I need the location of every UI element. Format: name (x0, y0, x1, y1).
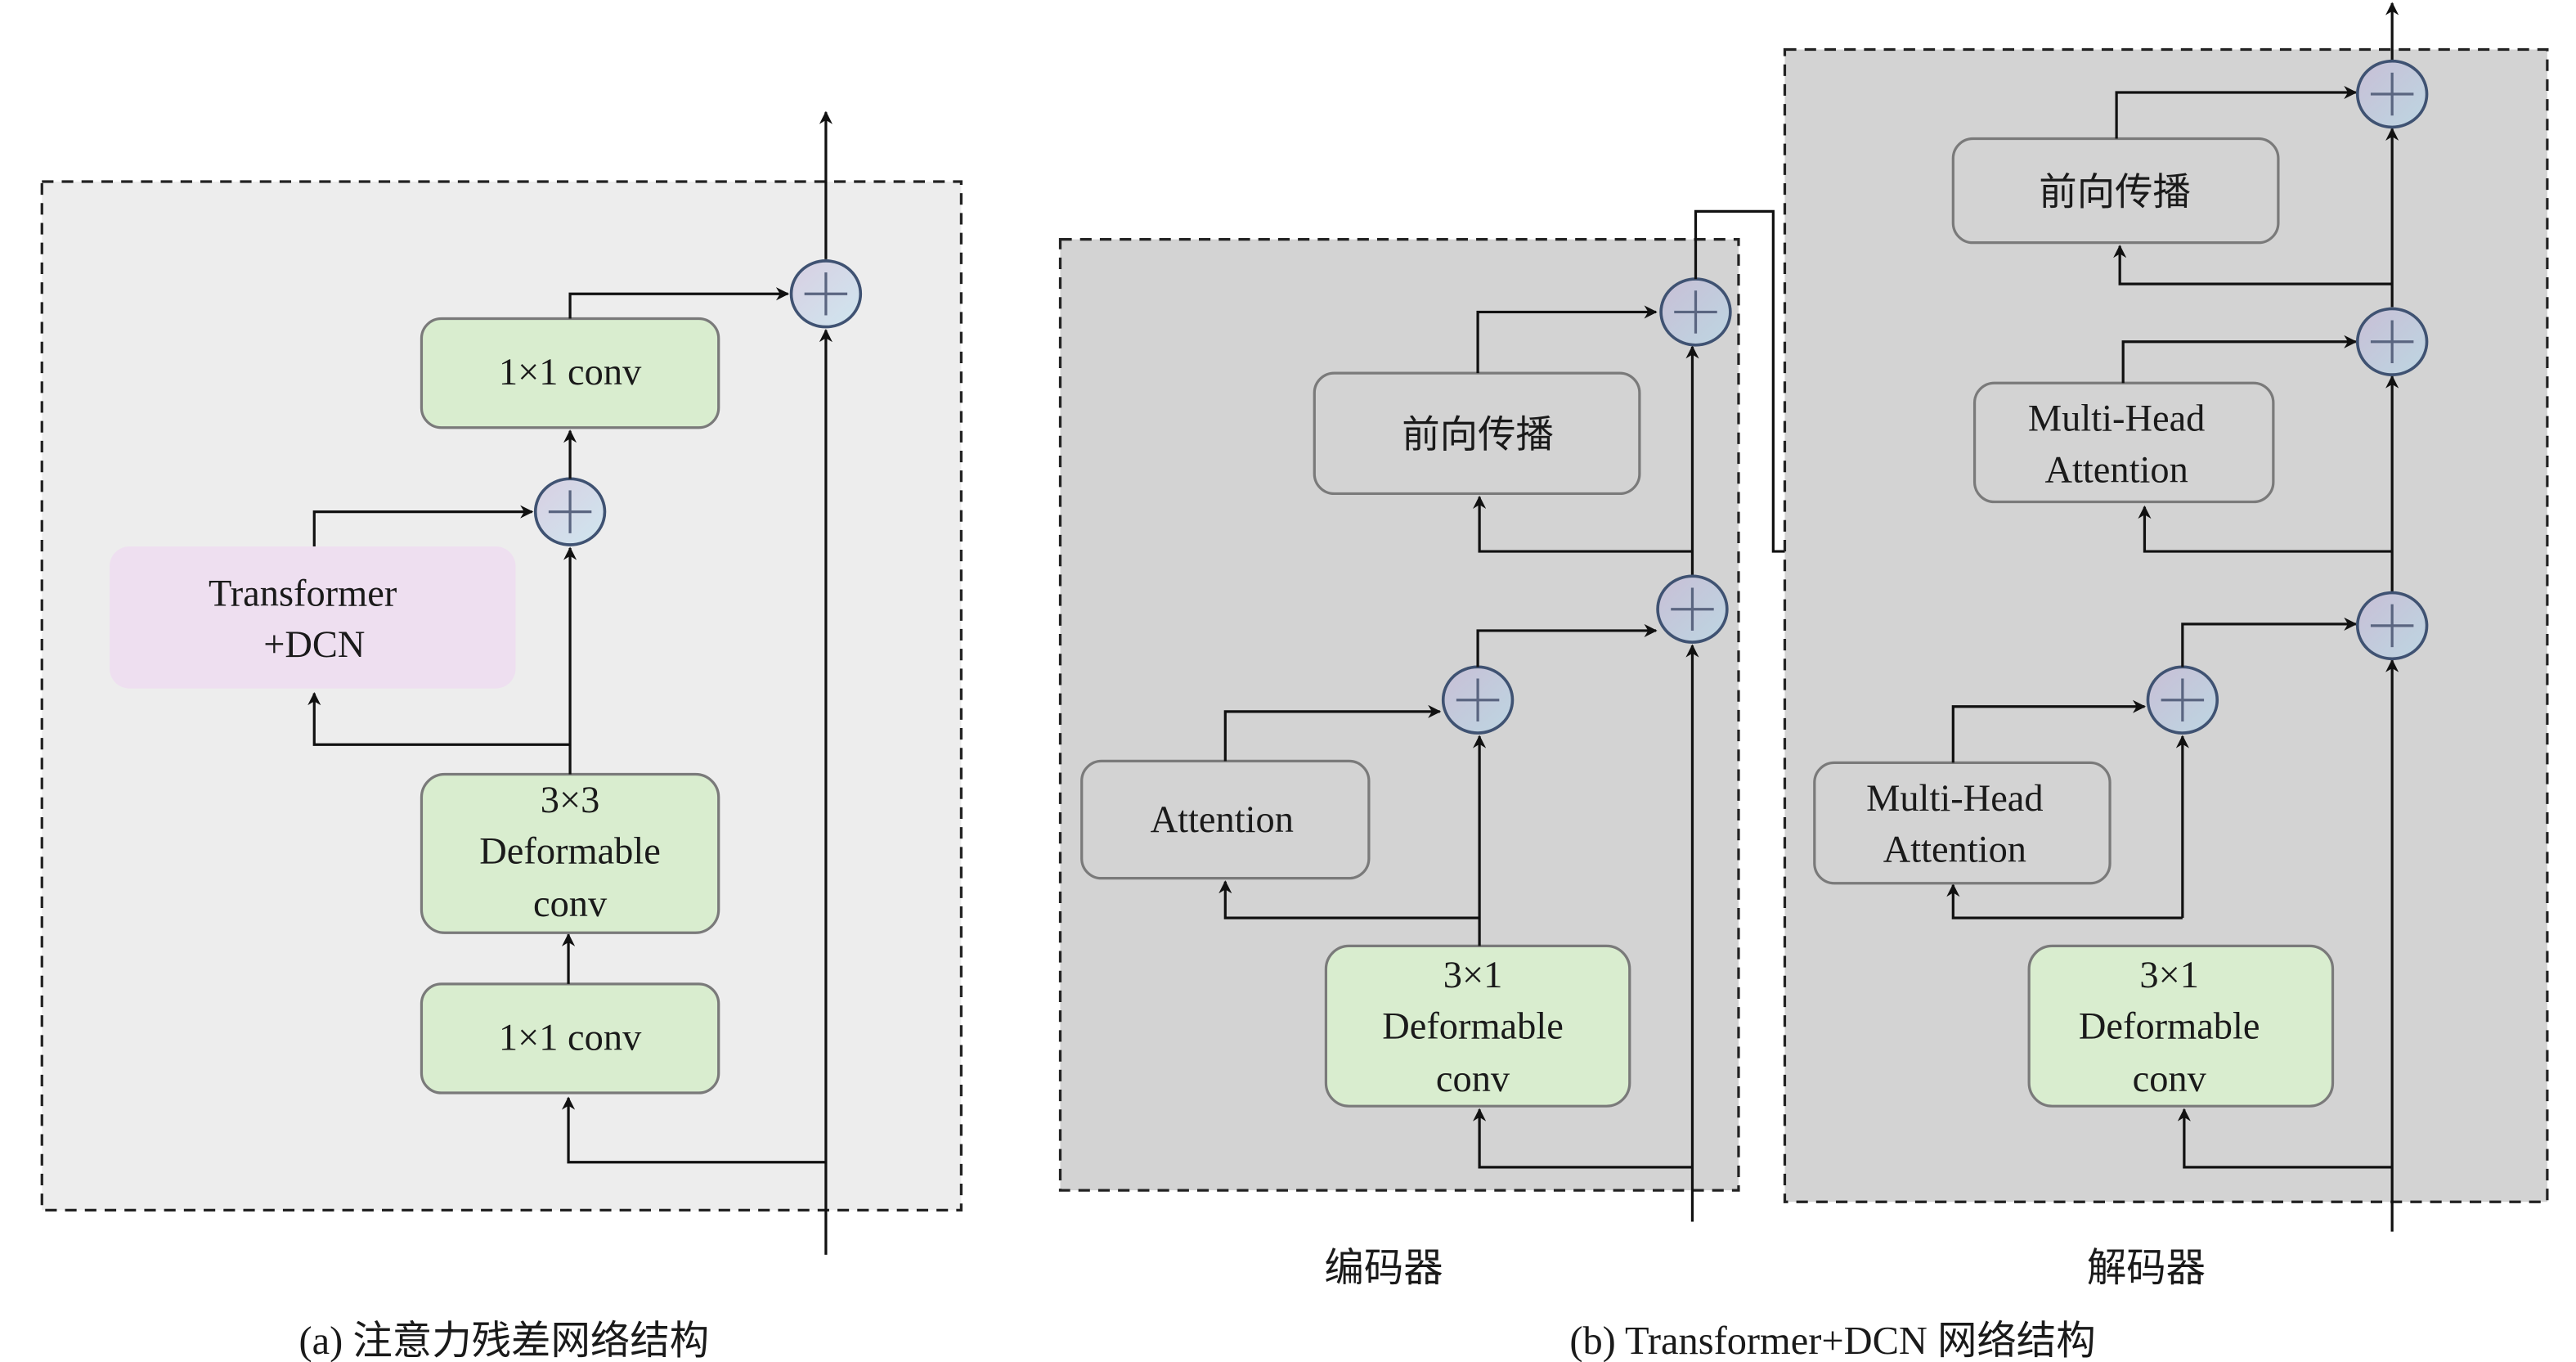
encoder-branch-to-ffn (1473, 495, 1693, 553)
transformer-dcn-box: Transformer +DCN (110, 546, 516, 689)
decoder-deform-label-3: conv (2133, 1059, 2207, 1100)
decoder-sum-node-1 (2146, 665, 2219, 735)
decoder-mha-top-to-sum (2121, 335, 2358, 384)
encoder-input-branch (1473, 1108, 1693, 1169)
decoder-sum-node-2 (2355, 591, 2429, 661)
decoder-mha-top-label-2: Attention (2044, 449, 2188, 491)
branch-to-transformer (307, 692, 571, 746)
decoder-deformable-box: 3×1 Deformable conv (2027, 944, 2335, 1108)
encoder-label: 编码器 (1324, 1247, 1443, 1290)
encoder-attention-label: Attention (1151, 799, 1294, 841)
transformer-to-sum-arrow (312, 505, 534, 547)
deform-label-2: Deformable (479, 831, 661, 873)
decoder-ffn-to-sum (2115, 85, 2358, 139)
decoder-panel: 3×1 Deformable conv Multi-Head Attention (1783, 2, 2549, 1290)
input-branch-arrow (562, 1096, 826, 1164)
decoder-branch-to-mha-bottom (1946, 883, 2183, 919)
decoder-mha-bottom-to-sum (1951, 699, 2147, 763)
decoder-branch-to-mha-top (2138, 505, 2393, 553)
encoder-attention-box: Attention (1080, 759, 1371, 880)
encoder-sum-node-3 (1659, 277, 1732, 347)
encoder-deform-label-1: 3×1 (1443, 955, 1503, 996)
decoder-feed-forward-label: 前向传播 (2039, 172, 2191, 214)
conv1x1-bottom-box: 1×1 conv (420, 982, 720, 1095)
transformer-label-2: +DCN (263, 624, 365, 666)
decoder-mha-top-label-1: Multi-Head (2028, 398, 2206, 440)
decoder-sum1-to-sum2 (2181, 617, 2358, 668)
decoder-mha-top-box: Multi-Head Attention (1972, 381, 2275, 504)
encoder-branch-to-attention (1218, 880, 1480, 919)
encoder-deform-label-3: conv (1436, 1059, 1510, 1100)
encoder-ffn-to-sum (1476, 305, 1658, 374)
sum-node-inner (533, 477, 607, 546)
deform-label-1: 3×3 (541, 780, 600, 821)
conv-to-outer-sum-arrow (568, 287, 790, 319)
deformable-conv-box: 3×3 Deformable conv (420, 772, 720, 934)
encoder-attention-to-sum (1223, 704, 1442, 762)
decoder-input-branch (2177, 1108, 2393, 1169)
encoder-sum1-to-sum2 (1476, 623, 1658, 668)
decoder-label: 解码器 (2087, 1247, 2206, 1290)
decoder-deform-label-1: 3×1 (2139, 955, 2199, 996)
decoder-deform-label-2: Deformable (2079, 1005, 2260, 1047)
decoder-mha-bottom-label-1: Multi-Head (1866, 778, 2044, 820)
encoder-deform-label-2: Deformable (1382, 1005, 1564, 1047)
decoder-sum-node-4 (2355, 59, 2429, 129)
encoder-sum-node-1 (1441, 665, 1515, 735)
panel-b-caption: (b) Transformer+DCN 网络结构 (1569, 1319, 2095, 1362)
conv1x1-top-box: 1×1 conv (420, 317, 720, 429)
encoder-sum-node-2 (1656, 574, 1729, 644)
encoder-feed-forward-box: 前向传播 (1313, 371, 1641, 496)
panel-a-caption: (a) 注意力残差网络结构 (299, 1319, 710, 1362)
encoder-panel: 3×1 Deformable conv Attention (1058, 209, 2107, 1290)
deform-label-3: conv (533, 883, 608, 925)
decoder-sum-node-3 (2355, 307, 2429, 376)
sum-node-outer (789, 259, 863, 329)
decoder-mha-bottom-label-2: Attention (1883, 829, 2026, 870)
conv1x1-bottom-label: 1×1 conv (499, 1018, 642, 1059)
decoder-mha-bottom-box: Multi-Head Attention (1813, 761, 2112, 885)
decoder-feed-forward-box: 前向传播 (1951, 137, 2280, 245)
panel-a: 1×1 conv 3×3 Deformable conv Transformer… (40, 110, 963, 1362)
encoder-deformable-box: 3×1 Deformable conv (1324, 944, 1631, 1108)
transformer-label-1: Transformer (209, 573, 397, 615)
conv1x1-top-label: 1×1 conv (499, 352, 642, 393)
decoder-branch-to-ffn (2113, 245, 2393, 285)
encoder-feed-forward-label: 前向传播 (1402, 415, 1554, 456)
